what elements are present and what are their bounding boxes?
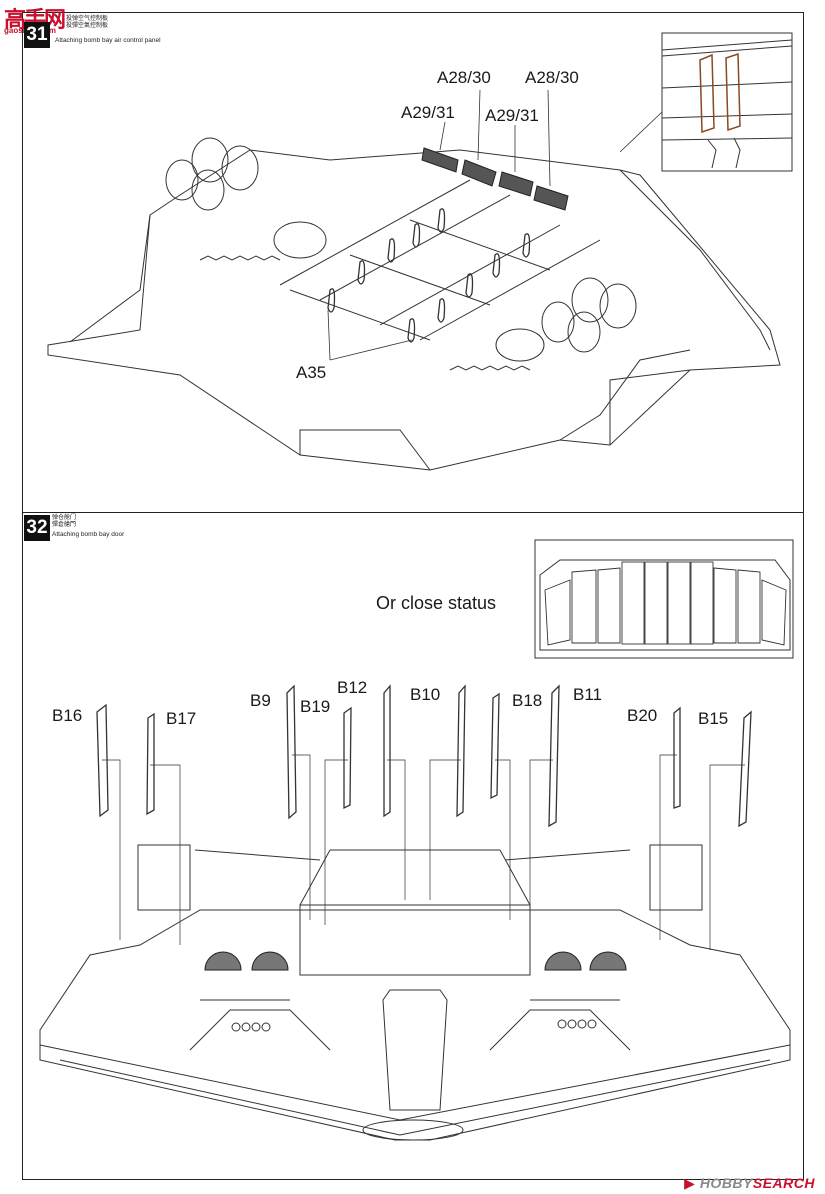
section-divider [22, 512, 804, 513]
step-31-title-cn: 投弹空气控制板 投彈空氣控制板 [66, 16, 108, 30]
callout-b12: B12 [337, 678, 368, 697]
watermark-flag-icon: ▶ [684, 1175, 696, 1191]
callout-b15: B15 [698, 709, 729, 728]
step-31-number: 31 [24, 22, 50, 48]
door-b20 [673, 706, 681, 809]
step-31-title-cn-2: 投彈空氣控制板 [66, 23, 109, 29]
callout-b9: B9 [250, 691, 271, 710]
door-b9 [286, 684, 297, 820]
panel-a29-31-right [498, 171, 534, 197]
step-32-title-en: Attaching bomb bay door [52, 531, 125, 538]
watermark-suffix: SEARCH [752, 1175, 815, 1191]
panel-a28-30-right [533, 185, 569, 211]
close-status-label: Or close status [376, 593, 497, 613]
door-b16 [96, 703, 109, 818]
panel-a28-30-left [461, 159, 497, 187]
callout-b11: B11 [573, 685, 602, 704]
step-31-title-en: Attaching bomb bay air control panel [55, 37, 161, 44]
hobbysearch-watermark: ▶ HOBBYSEARCH [684, 1175, 815, 1192]
step-32-title-cn-2: 彈倉艙門 [52, 522, 77, 528]
callout-b17: B17 [166, 709, 197, 728]
door-b17 [146, 712, 155, 816]
close-status-inset [534, 539, 794, 659]
callout-a29-31-1: A29/31 [401, 103, 455, 122]
panel-a29-31-left [421, 147, 459, 173]
callout-b20: B20 [627, 706, 658, 725]
door-b19 [343, 706, 352, 810]
step-32-title-cn: 弹仓舱门 彈倉艙門 [52, 515, 76, 529]
callout-a28-30-1: A28/30 [437, 68, 491, 87]
door-b18 [490, 692, 500, 800]
watermark-brand: HOBBY [699, 1175, 753, 1191]
step-31-title-cn-1: 投弹空气控制板 [66, 16, 109, 22]
door-b12 [383, 684, 391, 818]
callout-a29-31-2: A29/31 [485, 106, 539, 125]
callout-b18: B18 [512, 691, 543, 710]
callout-a28-30-2: A28/30 [525, 68, 579, 87]
step-32-number: 32 [24, 515, 50, 541]
door-b11 [548, 684, 560, 828]
door-b15 [738, 710, 752, 828]
door-b10 [456, 684, 466, 818]
callout-b19: B19 [300, 697, 331, 716]
callout-a35: A35 [296, 363, 327, 382]
step-32-title-cn-1: 弹仓舱门 [52, 515, 77, 521]
page-border [22, 12, 804, 1180]
callout-b16: B16 [52, 706, 83, 725]
callout-b10: B10 [410, 685, 441, 704]
